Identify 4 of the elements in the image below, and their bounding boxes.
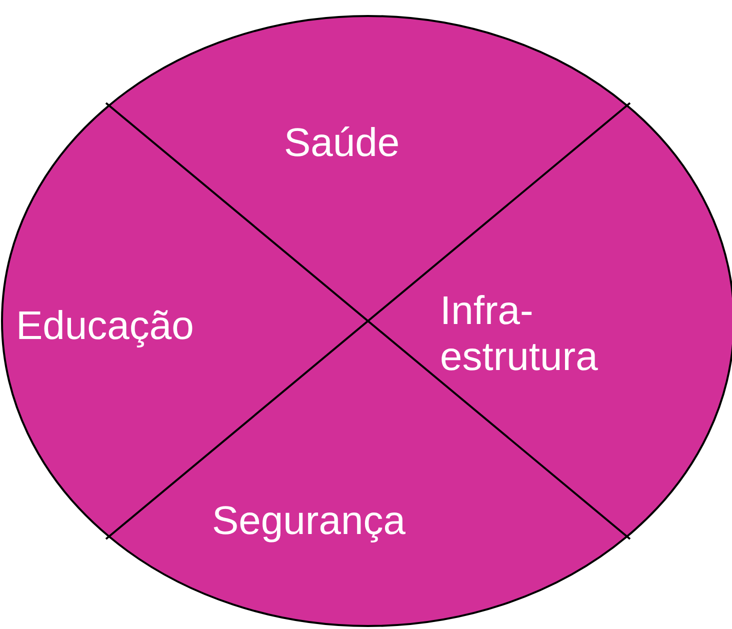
sector-label: Educação xyxy=(16,303,246,349)
sector-label: Infra- estrutura xyxy=(440,288,630,380)
sector-label: Segurança xyxy=(212,498,462,544)
sector-label: Saúde xyxy=(284,120,444,166)
